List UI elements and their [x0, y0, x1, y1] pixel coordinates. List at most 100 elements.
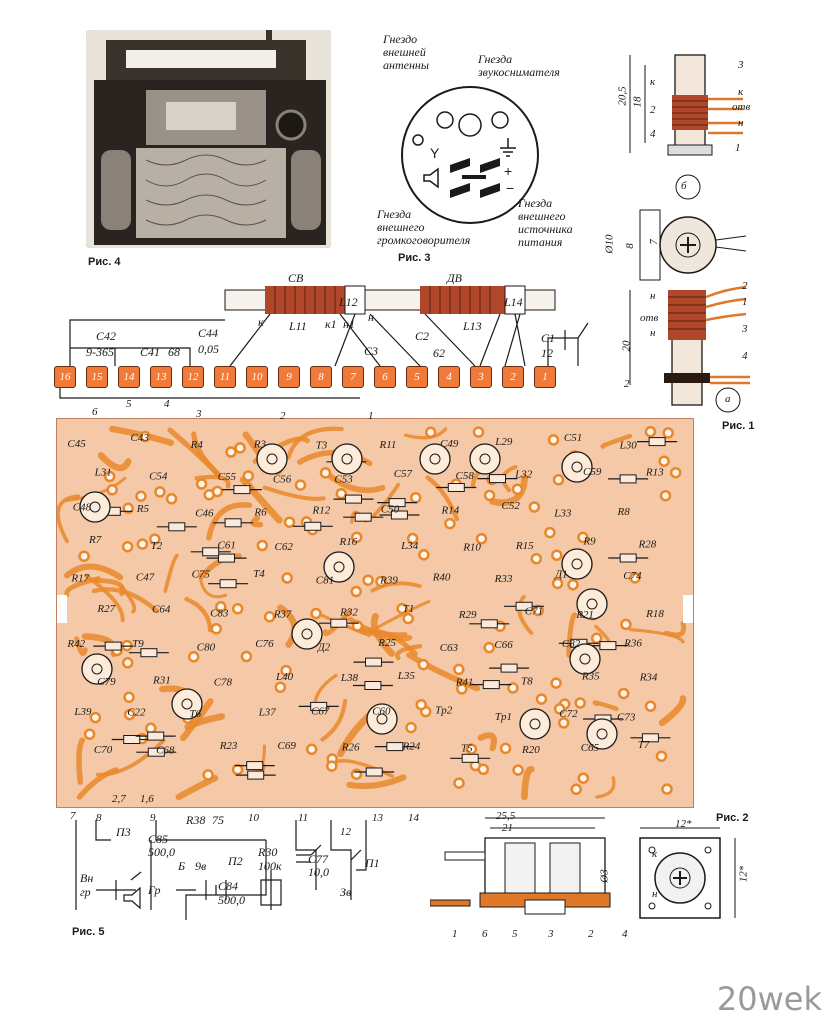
pcb-trace — [206, 502, 253, 541]
transistor-core — [586, 598, 598, 610]
component-body — [140, 648, 158, 658]
board-component-label: C57 — [394, 468, 413, 480]
pcb-pad — [149, 533, 161, 545]
board-component-label: C74 — [623, 570, 642, 582]
board-component-label: L34 — [400, 540, 419, 552]
pcb-pad — [535, 693, 548, 705]
board-component-label: C63 — [440, 642, 459, 654]
component-body — [461, 753, 479, 763]
pcb-pad — [659, 489, 672, 502]
board-notch — [47, 595, 67, 623]
terminal: 14 — [118, 366, 140, 388]
pcb-pad — [477, 763, 490, 776]
coil-mark: отв — [640, 312, 659, 324]
terminal: 10 — [246, 366, 268, 388]
l11-label: L11 — [289, 319, 307, 333]
component-body — [247, 770, 265, 780]
coil-dim-d: 7 — [647, 239, 660, 245]
zv-label: Зв — [340, 885, 352, 899]
l12-label: L12 — [339, 295, 358, 309]
coil-mark: 4 — [650, 128, 656, 140]
gr-label: гр — [80, 885, 91, 899]
terminal: 3 — [470, 366, 492, 388]
p1-label: П1 — [365, 856, 380, 870]
terminal: 9 — [278, 366, 300, 388]
pcb-pad — [263, 611, 276, 623]
coil-mark: 4 — [742, 350, 748, 362]
pcb-pad — [89, 711, 102, 724]
l13-label: L13 — [463, 319, 482, 333]
board-component-label: R15 — [515, 540, 534, 552]
terminal: 6 — [374, 366, 396, 388]
pcb-trace — [286, 426, 344, 460]
board-component-label: C83 — [210, 607, 229, 619]
coil-mark: н — [650, 327, 656, 339]
transformer-part: 5 — [512, 928, 518, 940]
pcb-pad — [577, 531, 589, 544]
n1-label: н1 — [343, 317, 355, 331]
board-component-label: Д1 — [554, 569, 568, 581]
board-component-label: C62 — [275, 541, 294, 553]
pcb-trace — [74, 636, 88, 656]
pcb-pad — [658, 455, 670, 467]
antenna-wiring — [59, 285, 589, 399]
component-body — [310, 701, 328, 711]
pcb-pad — [499, 742, 512, 755]
board-pin-bottom: 9 — [150, 812, 156, 824]
r30-label: R30 — [258, 845, 278, 859]
antenna-socket-label: Гнездо внешней антенны — [383, 32, 429, 72]
board-pin-top: 2 — [280, 410, 286, 422]
k-label: к — [258, 315, 264, 329]
square-mark: н — [652, 888, 658, 900]
transformer-part: 2 — [588, 928, 594, 940]
coil-mark: н — [738, 117, 744, 129]
board-component-label: C58 — [456, 470, 475, 482]
board-component-label: C45 — [67, 438, 86, 450]
coil-mark: 2 — [650, 104, 656, 116]
pcb-trace — [65, 476, 127, 502]
c44-value: 0,05 — [198, 342, 219, 356]
transformer-dim-dia: Ø3 — [598, 869, 611, 883]
coil-dim-f: 20 — [620, 340, 633, 352]
coil-mark: 3 — [742, 323, 748, 335]
pcb-pad — [225, 446, 237, 458]
pcb-pad — [483, 489, 496, 502]
pcb-pad — [195, 478, 208, 490]
pcb-pad — [281, 572, 293, 584]
pcb-pad — [570, 783, 582, 796]
pcb-pad — [375, 575, 387, 588]
pcb-pad — [242, 470, 255, 482]
board-component-label: Д2 — [317, 641, 331, 653]
board-component-label: R6 — [253, 507, 267, 519]
fig4-caption: Рис. 4 — [88, 256, 121, 268]
pcb-pad — [424, 426, 437, 439]
pcb-trace — [595, 776, 616, 799]
pcb-pad — [83, 728, 96, 740]
board-component-label: R20 — [521, 744, 540, 756]
board-component-label: C80 — [197, 642, 216, 654]
board-component-label: C75 — [192, 569, 211, 581]
board-component-label: R23 — [219, 740, 238, 752]
transistor-core — [266, 453, 278, 465]
coil-mark: 1 — [742, 296, 748, 308]
pcb-trace — [76, 737, 86, 785]
pcb-trace — [180, 698, 214, 742]
pcb-pad — [551, 577, 564, 590]
board-component-label: R36 — [623, 638, 642, 650]
board-pin-top: 1 — [368, 410, 374, 422]
pcb-pad — [405, 721, 417, 734]
pcb-trace — [184, 713, 226, 731]
c3-label: C3 — [364, 344, 379, 358]
board-pin-bottom: 8 — [96, 812, 102, 824]
board-component-label: C64 — [152, 604, 171, 616]
board-component-label: T1 — [403, 603, 415, 615]
board-component-label: C50 — [381, 503, 400, 515]
pcb-pad — [574, 697, 586, 709]
antenna-cv-label: СВ — [288, 271, 304, 285]
coil-dim-b: 18 — [631, 96, 644, 108]
pcb-pad — [417, 658, 430, 671]
speaker-label: Гр — [148, 883, 161, 897]
pcb-trace — [239, 476, 283, 524]
board-component-label: R28 — [638, 539, 657, 551]
